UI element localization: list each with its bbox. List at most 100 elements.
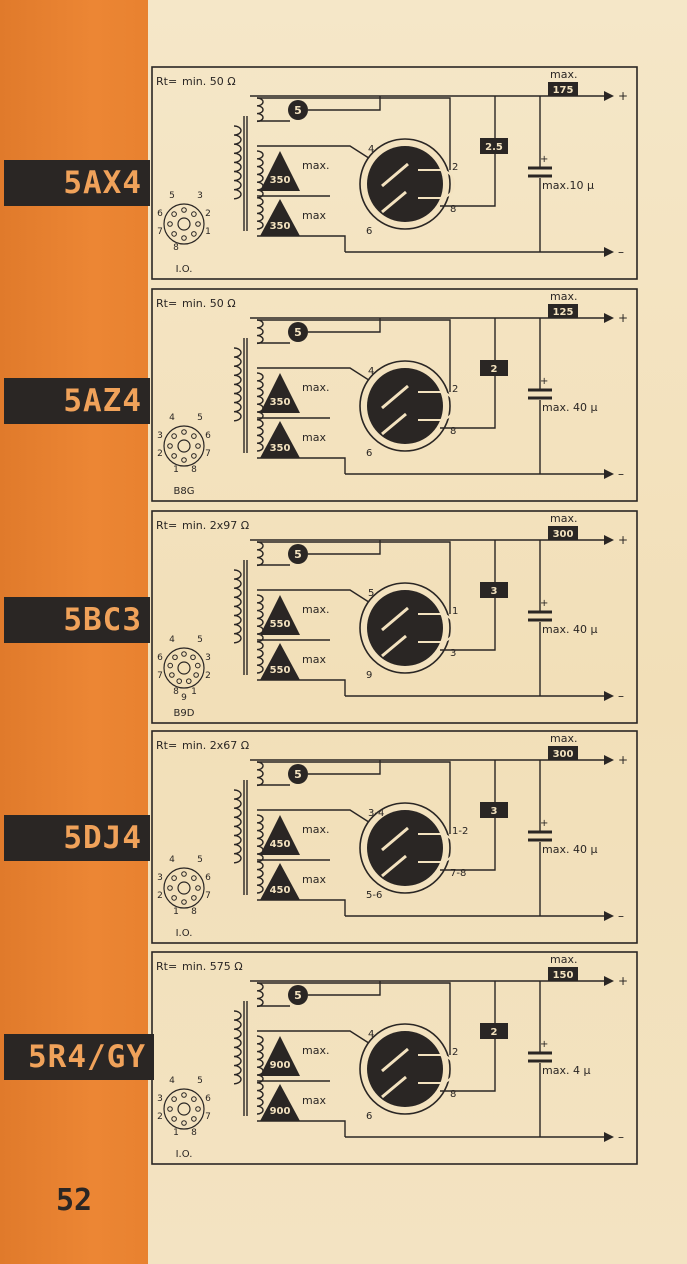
socket-pin-number: 8 [191,907,197,917]
pin-b: 2 [452,384,458,395]
arrow-right-icon [604,1132,614,1142]
rectifier-tube-icon [367,590,443,666]
heater-pin-badge [288,985,308,1005]
pin-b: 2 [452,162,458,173]
diode-1-value: 350 [270,397,291,408]
secondary-coil [256,594,264,674]
voltage-box [548,526,578,540]
pin-b: 2 [452,1047,458,1058]
diode-triangle-icon [260,151,300,191]
socket-key [177,881,191,895]
socket-pin-number: 3 [157,1094,163,1104]
tube-cathode [418,833,455,863]
transformer-core [243,560,248,675]
heater-pin-badge [288,764,308,784]
diode-triangle-icon [260,595,300,635]
rt-prefix: Rt= [156,297,177,310]
arrow-right-icon [604,911,614,921]
socket-pin [171,231,177,237]
heater-wire [257,761,290,786]
tube-socket-icon [163,203,205,245]
max-label: max. [550,290,577,303]
rt-prefix: Rt= [156,519,177,532]
socket-pin [195,885,201,891]
drop-value: 3 [491,806,498,817]
diode-triangle-icon [260,373,300,413]
diode-triangle-icon [260,1036,300,1076]
diode-1-label: max. [302,159,329,172]
capacitor-icon [528,388,552,400]
plus-label: + [618,533,628,547]
socket-pin [169,672,175,678]
tube-socket-icon [163,425,205,467]
socket-pin [181,235,187,241]
diode-wires [257,589,376,696]
secondary-coil [256,372,264,452]
socket-pin [171,1096,177,1102]
socket-key [177,661,191,675]
socket-pin-number: 7 [205,891,211,901]
socket-key [177,1102,191,1116]
diode-triangle-icon [260,421,300,458]
pin-c: 6 [366,448,372,459]
socket-pin [171,211,177,217]
voltage-box [548,746,578,760]
secondary-coil [256,1035,264,1115]
rt-label: min. 2x97 Ω [182,519,249,532]
tube-cathode [418,613,455,643]
socket-pin [181,457,187,463]
tube-socket-icon [163,1088,205,1130]
tube-name: 5BC3 [63,602,142,638]
socket-pin-number: 5 [197,413,203,423]
socket-pin-number: 6 [205,431,211,441]
socket-pin [190,654,196,661]
diode-1-value: 900 [270,1060,291,1071]
arrow-right-icon [604,755,614,765]
minus-label: – [618,245,624,259]
tube-tag-5az4: 5AZ4 [4,378,150,424]
diode-wires [257,145,376,252]
panel-border [151,730,638,944]
heater-feed [290,760,451,796]
transformer-core [243,780,248,895]
cap-plus: + [540,818,548,829]
transformer-icon [233,347,242,422]
max-label: max. [550,732,577,745]
socket-pin-number: 3 [157,431,163,441]
diode-1-label: max. [302,381,329,394]
pin-a: 4 [368,144,374,155]
transformer-core [243,116,248,231]
arrow-right-icon [604,247,614,257]
base-code: I.O. [176,928,193,939]
tube-cathode [418,1054,455,1084]
tube-tag-5ax4: 5AX4 [4,160,150,206]
socket-pin-number: 6 [157,653,163,663]
tube-anodes [381,1047,409,1099]
voltage-box [548,82,578,96]
transformer-core [243,338,248,453]
tube-name: 5AZ4 [63,383,142,419]
secondary-coil [256,150,264,230]
tube-anodes [381,826,409,878]
tube-anodes [381,162,409,214]
pin-b: 1-2 [452,826,468,837]
socket-pin-number: 1 [191,687,197,697]
cap-label: max. 40 µ [542,401,597,414]
socket-pin-number: 5 [197,1076,203,1086]
socket-pin-number: 7 [205,1112,211,1122]
panel-border [151,510,638,724]
socket-pin-number: 2 [205,209,211,219]
diode-1-label: max. [302,1044,329,1057]
pin-c: 5-6 [366,890,382,901]
socket-pin [193,672,199,678]
diode-2-value: 350 [270,221,291,232]
diode-wires [257,1030,376,1137]
arrow-right-icon [604,469,614,479]
arrow-right-icon [604,976,614,986]
cap-label: max. 4 µ [542,1064,590,1077]
socket-pin-number: 8 [173,243,179,253]
pin-c: 6 [366,1111,372,1122]
pin-c: 6 [366,226,372,237]
